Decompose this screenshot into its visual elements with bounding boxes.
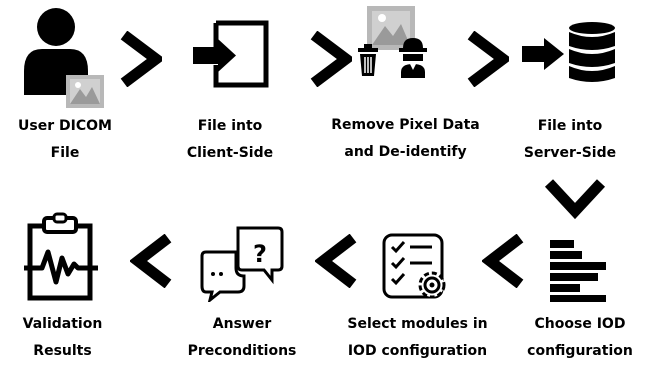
trash-and-anonymous-user-icon — [358, 6, 427, 78]
database-icon — [569, 22, 615, 82]
svg-text:?: ? — [253, 240, 267, 268]
trash-icon — [358, 44, 378, 76]
checklist-gear-icon — [382, 233, 446, 299]
chevron-right-icon — [467, 31, 509, 87]
chat-question-icon: ? — [200, 226, 284, 302]
chevron-right-icon — [310, 31, 352, 87]
chevron-down-icon — [544, 179, 606, 220]
chevron-right-icon — [120, 31, 162, 87]
chevron-left-icon — [482, 234, 524, 288]
clipboard-pulse-icon — [24, 212, 98, 301]
file-import-icon — [193, 20, 269, 88]
list-bars-icon — [550, 240, 606, 302]
database-import-icon — [522, 22, 615, 82]
user-with-image-icon — [24, 8, 104, 108]
gear-icon — [418, 271, 446, 299]
chevron-left-icon — [130, 234, 172, 288]
chevron-left-icon — [315, 234, 357, 288]
anonymous-user-icon — [399, 38, 427, 78]
image-placeholder-icon — [66, 75, 104, 108]
